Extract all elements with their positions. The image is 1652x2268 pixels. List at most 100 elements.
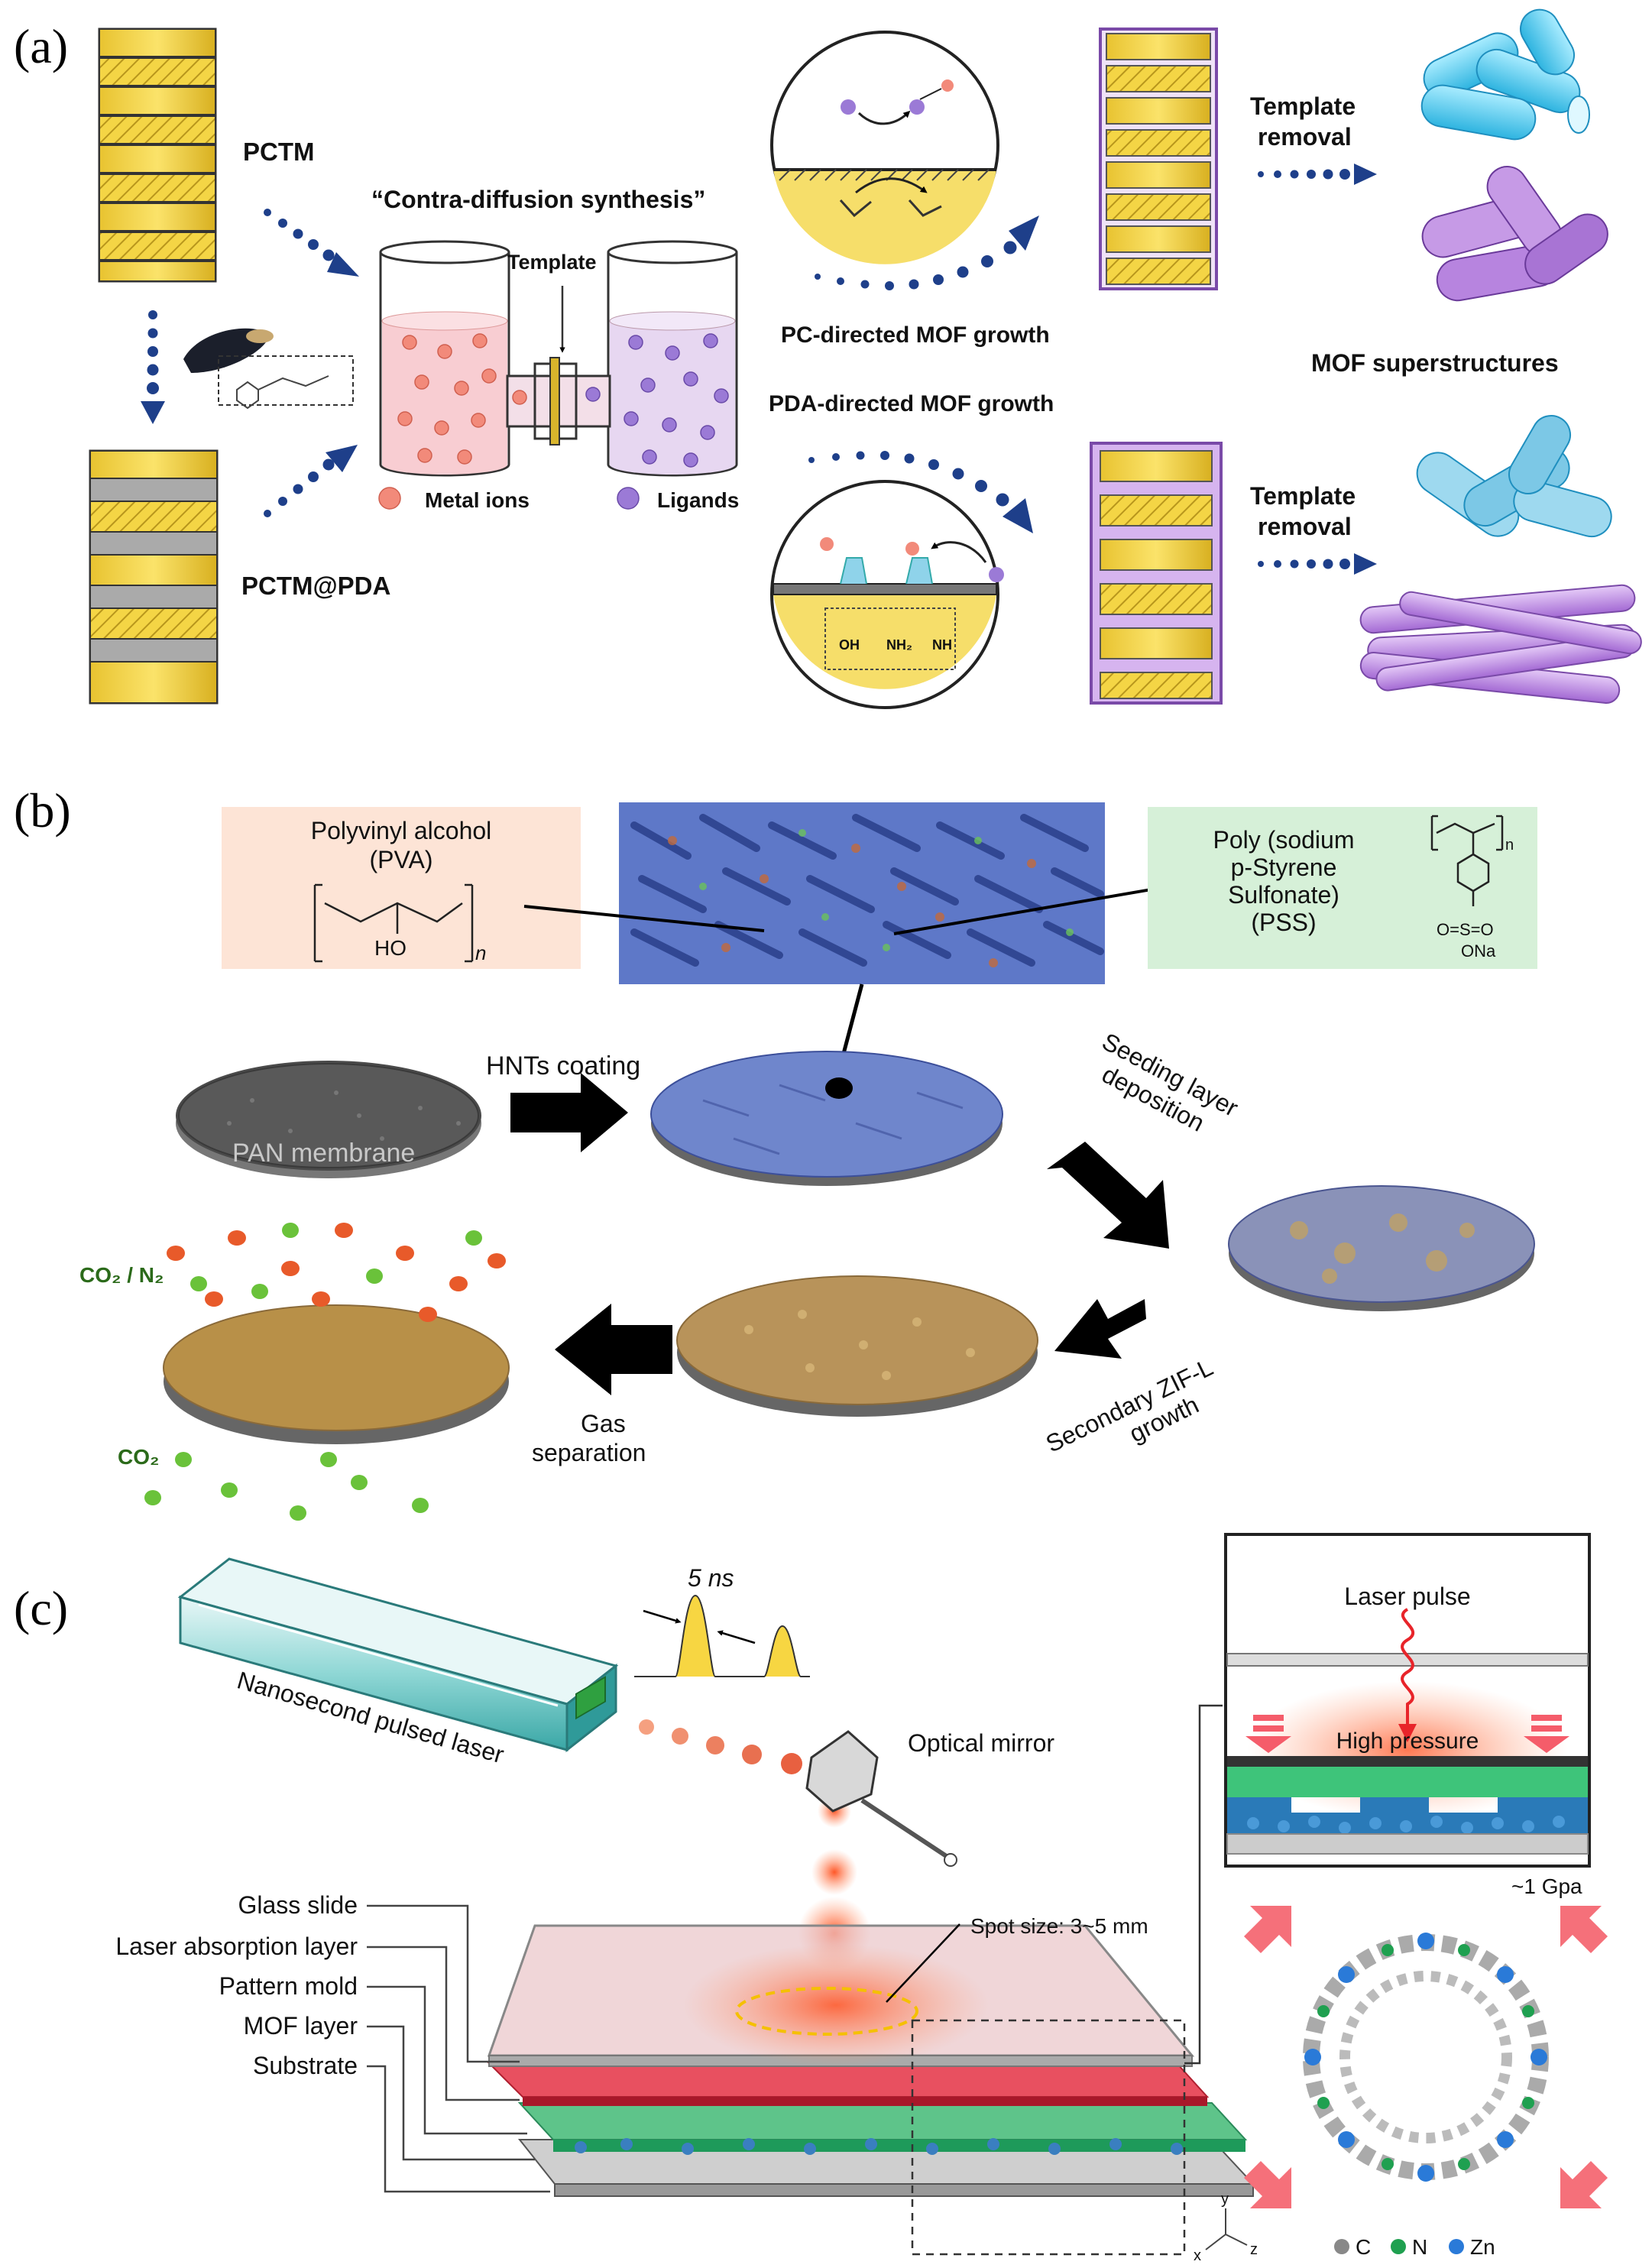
axis-z-label: z — [1250, 2241, 1258, 2258]
pctm-pda-stack — [89, 449, 219, 705]
pss-n: n — [1505, 837, 1514, 854]
zoom-region-box — [911, 2019, 1186, 2256]
secondary-label-group: Secondary ZIF-L growth — [1041, 1353, 1217, 1458]
nanosecond-laser-box — [177, 1557, 619, 1753]
chem-nh: NH — [932, 637, 952, 653]
co2-n2-label: CO₂ / N₂ — [79, 1263, 164, 1287]
pss-label-1: Poly (sodium — [1213, 826, 1355, 854]
arrow-removal-top — [1258, 164, 1377, 185]
metal-ions-legend-dot — [378, 487, 401, 510]
panel-b-letter: (b) — [14, 783, 71, 838]
panel-a: (a) PCTM — [14, 8, 1642, 709]
arrow-to-gas — [555, 1304, 672, 1395]
chem-nh2: NH₂ — [886, 637, 912, 653]
down-arrow-dotted — [141, 310, 165, 424]
pan-membrane-disc — [176, 1061, 481, 1178]
pulse-width-label: 5 ns — [688, 1564, 734, 1592]
template-removal-top-2: removal — [1258, 123, 1352, 151]
pva-n: n — [475, 941, 486, 964]
pss-so: O=S=O — [1437, 920, 1494, 939]
optical-mirror — [805, 1730, 957, 1867]
ligands-dots — [585, 333, 729, 468]
arrow-pctm-to-vessel — [264, 209, 359, 277]
legend-zn-dot — [1449, 2239, 1464, 2254]
purple-dotted-tubes — [1421, 166, 1608, 302]
pva-structure — [313, 883, 474, 963]
pctm-label: PCTM — [243, 138, 315, 166]
arrow-pc-growth — [815, 215, 1039, 290]
seeding-label-group: Seeding layer deposition — [1097, 1028, 1242, 1137]
arrow-to-secondary — [1054, 1299, 1146, 1359]
gas-molecules — [144, 1223, 506, 1521]
legend-zn-label: Zn — [1470, 2235, 1495, 2259]
zif-growth-disc — [676, 1275, 1038, 1417]
pva-label-2: (PVA) — [370, 846, 433, 873]
hnts-coating-label: HNTs coating — [486, 1051, 640, 1081]
high-pressure-label: High pressure — [1336, 1729, 1479, 1754]
legend-n-label: N — [1412, 2235, 1427, 2259]
template-removal-bottom-2: removal — [1258, 513, 1352, 540]
laser-pulse-label: Laser pulse — [1344, 1583, 1470, 1610]
pctm-pda-label: PCTM@PDA — [241, 572, 390, 600]
axis-y-label: y — [1221, 2191, 1229, 2208]
cyan-hollow-tubes — [1420, 8, 1590, 141]
legend-c-dot — [1334, 2239, 1349, 2254]
pss-ona: ONa — [1461, 941, 1496, 961]
arrow-pda-to-vessel — [264, 445, 358, 517]
arrow-pan-to-hnts — [510, 1073, 628, 1152]
pda-mof-stack — [1090, 442, 1223, 705]
zoom-connector-line — [1184, 1704, 1223, 2065]
purple-rods — [1359, 584, 1642, 704]
axis-x-label: x — [1194, 2247, 1201, 2264]
laser-pulses — [634, 1594, 810, 1677]
dopamine-structure-box — [218, 355, 354, 406]
metal-ions-label: Metal ions — [425, 488, 530, 512]
seeding-layer-disc — [1228, 1185, 1535, 1311]
pss-label-3: Sulfonate) — [1228, 881, 1339, 909]
gas-label-2: separation — [532, 1439, 646, 1466]
pva-label-1: Polyvinyl alcohol — [311, 817, 492, 844]
layer-label-absorption: Laser absorption layer — [115, 1933, 358, 1960]
cyan-dotted-tubes — [1416, 415, 1612, 538]
hnts-texture-image — [619, 802, 1105, 984]
ligands-label: Ligands — [657, 488, 739, 512]
template-removal-bottom-1: Template — [1250, 482, 1356, 510]
layer-label-glass: Glass slide — [238, 1891, 358, 1919]
arrow-to-seeding — [1047, 1142, 1169, 1249]
pda-growth-label: PDA-directed MOF growth — [769, 391, 1054, 416]
panel-c-letter: (c) — [14, 1581, 68, 1635]
dopamine-structure — [236, 375, 329, 410]
hnts-coated-disc — [650, 1051, 1003, 1186]
diffusion-cell — [379, 240, 738, 477]
template-removal-top-1: Template — [1250, 92, 1356, 120]
mof-ring-structure — [1303, 1933, 1549, 2182]
layer-label-pattern: Pattern mold — [219, 1972, 358, 2000]
panel-a-letter: (a) — [14, 19, 68, 73]
pss-label-4: (PSS) — [1251, 909, 1316, 936]
pva-pointer-line — [523, 905, 765, 932]
chem-oh: OH — [839, 637, 860, 653]
layer-labels: Glass slide Laser absorption layer Patte… — [115, 1891, 358, 2079]
spot-size-pointer — [886, 1923, 960, 2003]
layer-stack — [487, 1924, 1255, 2197]
pss-structure — [1430, 815, 1504, 906]
panel-b: (b) Polyvinyl alcohol (PVA) HO n — [14, 783, 1537, 1521]
pressure-arrows — [1244, 1906, 1608, 2208]
pc-growth-label: PC-directed MOF growth — [781, 322, 1050, 348]
layer-label-mof: MOF layer — [244, 2012, 358, 2040]
pc-inset-circle — [770, 31, 999, 264]
mussel-icon — [183, 328, 274, 373]
pc-mof-stack — [1099, 28, 1218, 290]
optical-mirror-label: Optical mirror — [908, 1729, 1054, 1757]
arrow-pda-growth — [808, 451, 1033, 533]
co2-label: CO₂ — [118, 1445, 159, 1469]
pan-membrane-label: PAN membrane — [232, 1139, 415, 1168]
pva-ho: HO — [374, 936, 407, 960]
gas-label-1: Gas — [581, 1410, 626, 1437]
spot-size-label: Spot size: 3~5 mm — [970, 1914, 1148, 1938]
axis-indicator — [1205, 2208, 1248, 2250]
atom-legend: C N Zn — [1334, 2235, 1495, 2259]
contra-diffusion-title: “Contra-diffusion synthesis” — [371, 186, 705, 213]
legend-c-label: C — [1356, 2235, 1371, 2259]
